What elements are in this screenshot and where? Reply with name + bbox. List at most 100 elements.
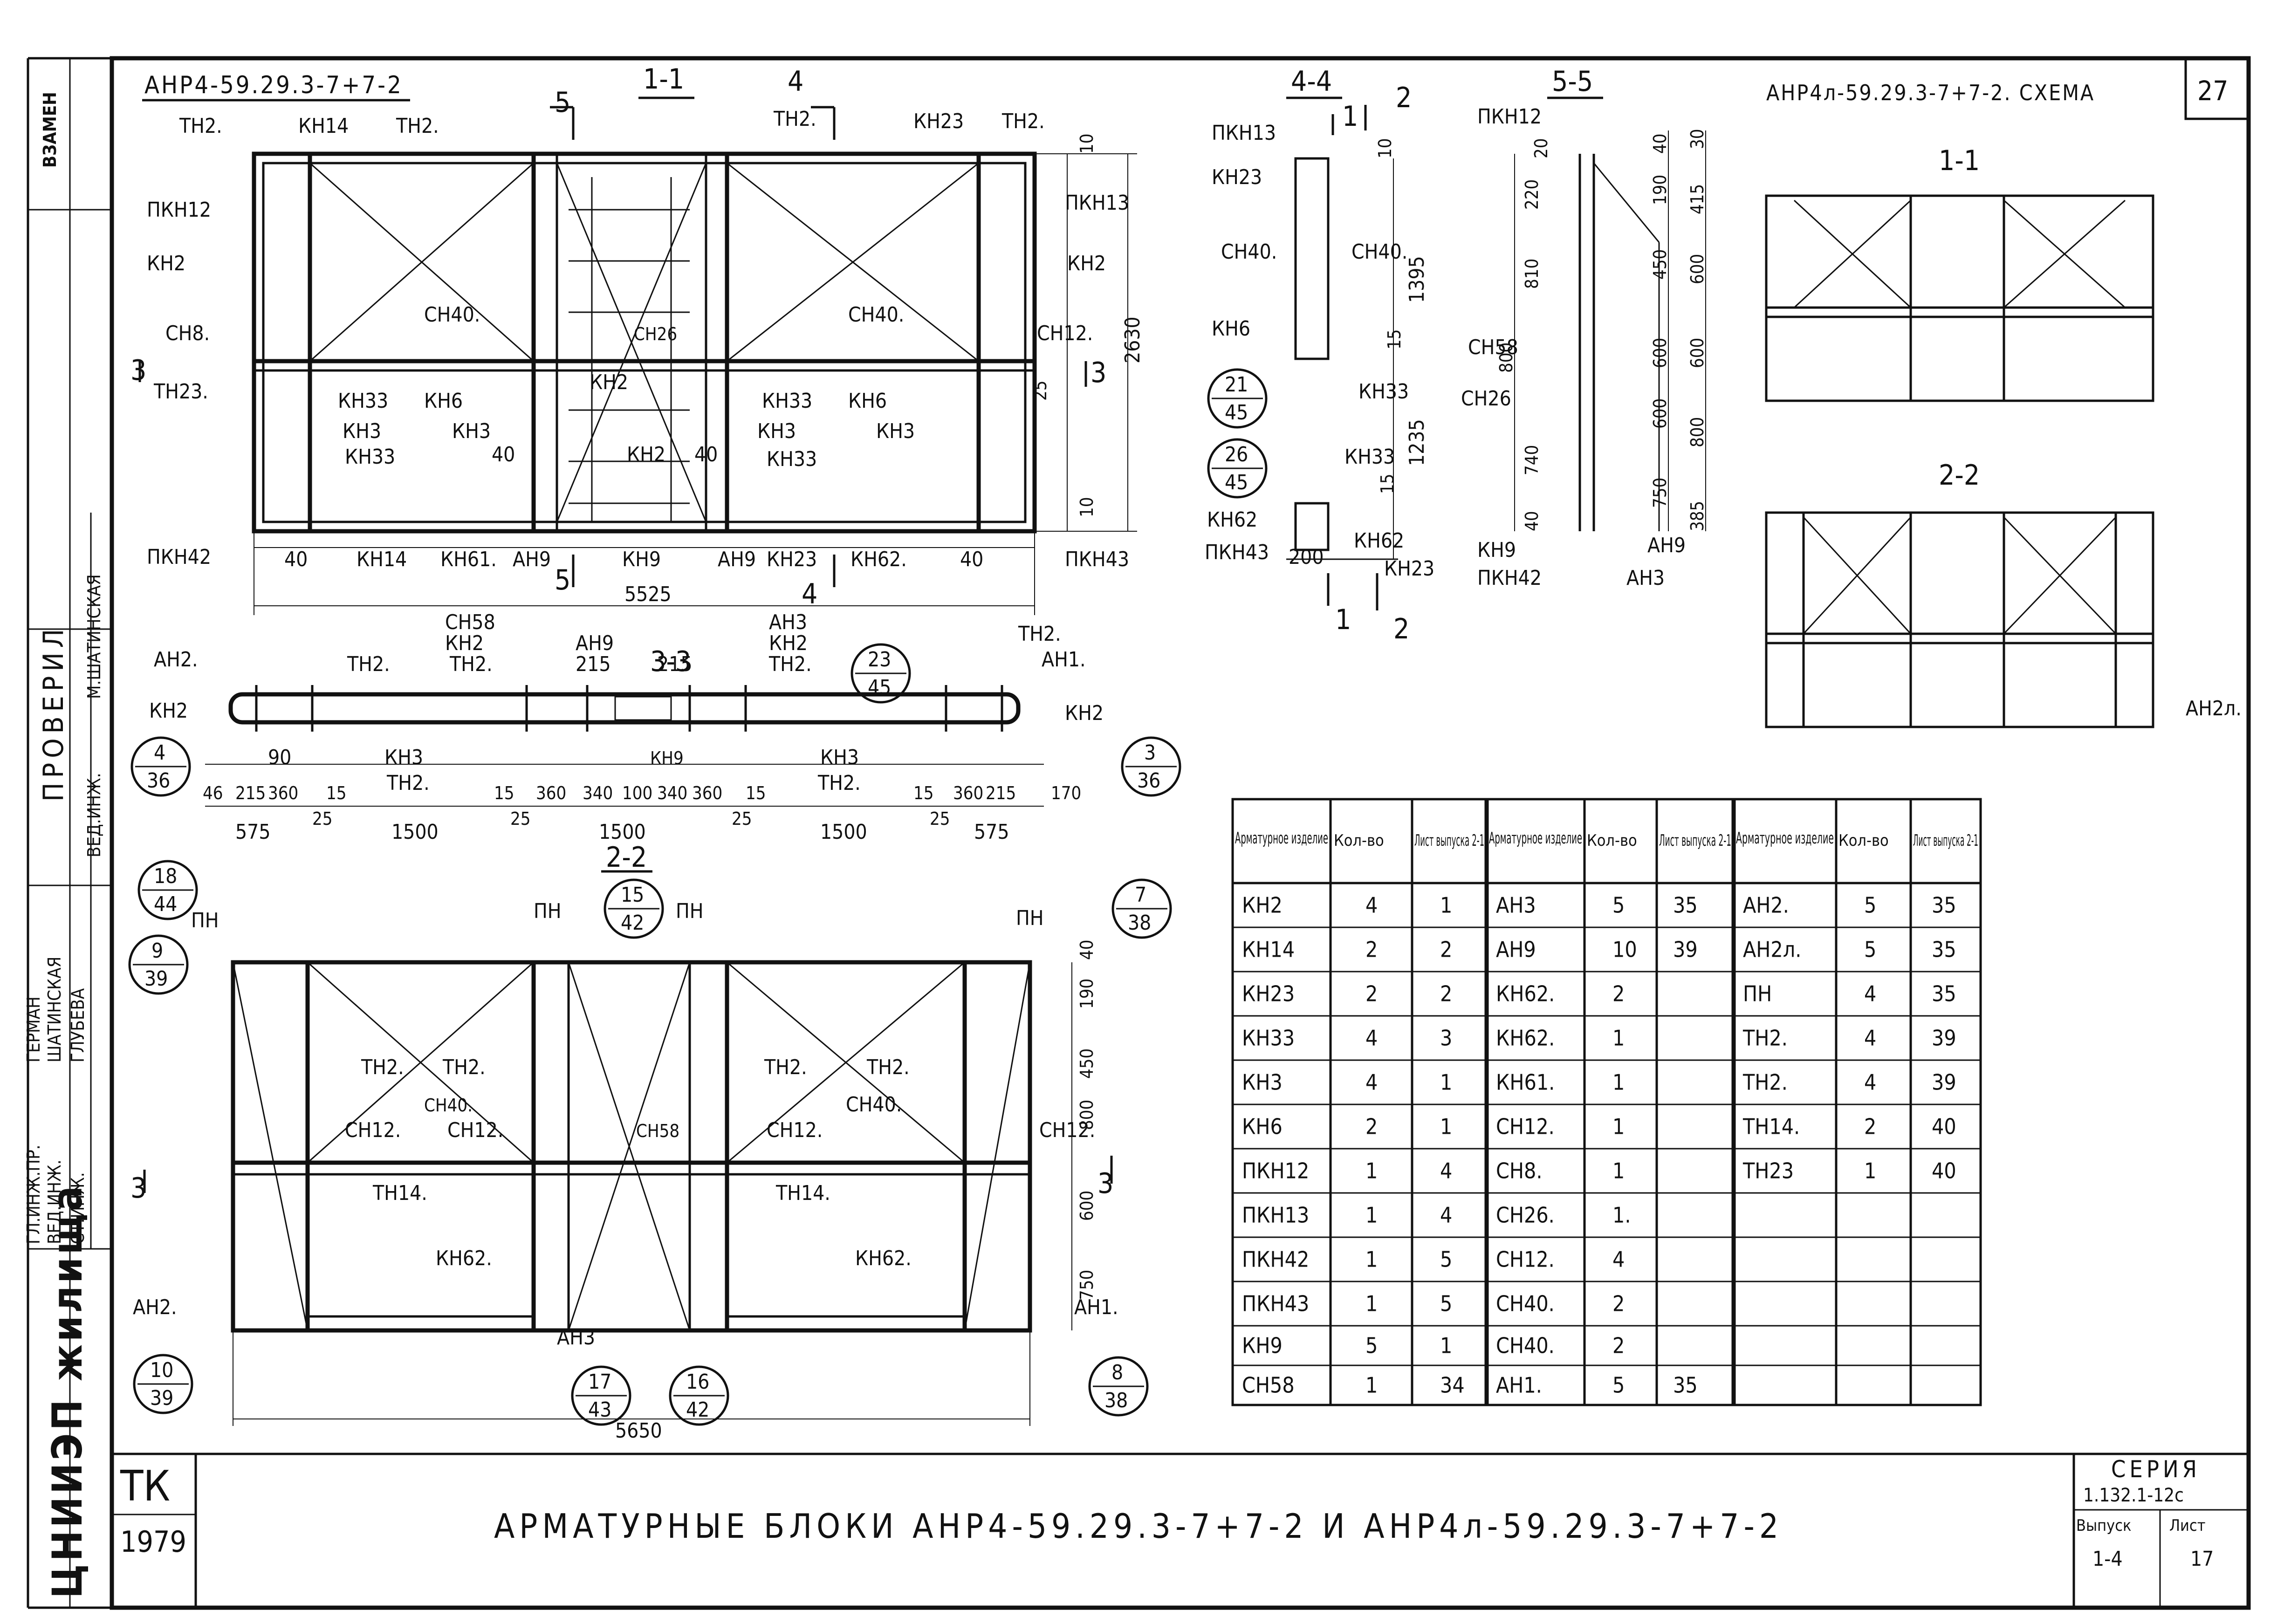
v22-label-14: СН12.: [1039, 1118, 1095, 1142]
table-cell-1-7-0: ПКН13: [1242, 1203, 1309, 1228]
side-role-3: СТ.ИНЖ.: [68, 1172, 88, 1244]
table-cell-1-6-1: 1: [1365, 1158, 1378, 1184]
v55-dr-1: 415: [1687, 184, 1708, 214]
v33-label-12: КН2: [1065, 701, 1104, 725]
table-cell-1-8-1: 1: [1365, 1247, 1378, 1272]
th-sheet-3: Лист выпуска 2-1: [1913, 831, 1978, 850]
table-cell-3-0-1: 5: [1864, 893, 1876, 918]
v22-label-7: СН12.: [345, 1118, 401, 1142]
v33-dimrow-7: 100: [622, 783, 652, 803]
v11-label-inner-14: КН33: [767, 447, 817, 471]
table-cell-2-9-0: СН40.: [1496, 1291, 1555, 1316]
table-cell-1-1-1: 2: [1365, 937, 1378, 962]
v11-label-bottom-2: АН9: [513, 548, 551, 571]
v44-label-10: КН23: [1384, 557, 1434, 581]
v11-label-top-2: ТН2.: [396, 114, 439, 138]
v11-label-left-4: ПКН42: [147, 545, 211, 569]
v33-label-9: ТН2.: [768, 652, 812, 676]
th-sheet-2: Лист выпуска 2-1: [1659, 831, 1731, 850]
v22-callout-3-top: 7: [1135, 883, 1146, 907]
table-cell-3-4-1: 4: [1864, 1070, 1876, 1095]
table-cell-2-2-1: 2: [1612, 981, 1625, 1007]
v44-callout-1-top: 26: [1225, 443, 1248, 466]
v22-cut-0: 3: [130, 1172, 146, 1205]
side-ved-inzh: ВЕД.ИНЖ.: [84, 773, 104, 857]
v33-dimrow-2: 360: [268, 783, 298, 803]
v33-dimrow-12: 360: [953, 783, 983, 803]
v22-callout-7-bottom: 38: [1104, 1389, 1128, 1412]
table-cell-3-6-1: 1: [1864, 1158, 1876, 1184]
table-cell-2-10-1: 2: [1612, 1333, 1625, 1358]
v55-dl-4: 740: [1522, 445, 1542, 475]
v33-dimrow-8: 340: [657, 783, 687, 803]
table-cell-2-4-1: 1: [1612, 1070, 1625, 1095]
v33-dimrow-11: 15: [913, 783, 934, 803]
table-cell-1-10-1: 5: [1365, 1333, 1378, 1358]
v22-callout-4-bottom: 39: [150, 1386, 173, 1410]
v11-label-top-0: ТН2.: [179, 114, 222, 138]
v22-callout-1-bottom: 39: [144, 967, 168, 991]
issue-label: Выпуск: [2076, 1516, 2132, 1535]
table-cell-2-3-0: КН62.: [1496, 1026, 1555, 1051]
table-cell-1-9-0: ПКН43: [1242, 1291, 1309, 1316]
v44-dim-2: 15: [1384, 329, 1405, 350]
v55-dl-0: 20: [1531, 138, 1551, 159]
v11-dim-4: 10: [1077, 134, 1097, 154]
v33-callout-0: 4 36: [130, 736, 191, 797]
v22-callout-7-top: 8: [1111, 1361, 1123, 1384]
v11-label-bottom-3: КН9: [622, 548, 661, 571]
v11-label-right-3: ПКН43: [1065, 548, 1129, 571]
v22-callout-2: 15 42: [604, 878, 664, 939]
v33-dimbot-3: 1500: [820, 820, 867, 844]
v33-label-14: ТН2.: [386, 771, 430, 795]
v33-dimrow-5: 360: [536, 783, 566, 803]
table-cell-2-10-0: СН40.: [1496, 1333, 1555, 1358]
v33-dimrow-3: 15: [326, 783, 347, 803]
v22-label-13: СН12.: [767, 1118, 823, 1142]
v33-label-5: ТН2.: [449, 652, 493, 676]
v55-dr-5: 385: [1687, 501, 1708, 531]
v55-dm-2: 450: [1650, 249, 1670, 280]
v33-dim25-1: 25: [510, 809, 531, 829]
th-item-2: Арматурное изделие: [1489, 829, 1582, 848]
table-cell-1-10-0: КН9: [1242, 1333, 1283, 1358]
schema-view-2: 2-2: [1939, 459, 1980, 492]
v55-label-6: АН3: [1626, 566, 1665, 590]
v44-callout-1-bottom: 45: [1225, 471, 1248, 494]
v44-label-6: КН33: [1344, 445, 1395, 469]
v11-label-left-1: КН2: [147, 252, 185, 275]
side-role-2: ВЕД.ИНЖ.: [44, 1159, 65, 1244]
v55-dm-5: 750: [1650, 478, 1670, 508]
v11-dim-6: 10: [1077, 497, 1097, 518]
v11-label-inner-10: КН33: [762, 389, 812, 413]
v22-label-19: АН2.: [133, 1295, 177, 1319]
schema-view-1: 1-1: [1939, 144, 1980, 177]
table-cell-2-11-1: 5: [1612, 1373, 1625, 1398]
table-cell-1-6-2: 4: [1440, 1158, 1452, 1184]
table-cell-1-11-0: СН58: [1242, 1373, 1295, 1398]
series-label: СЕРИЯ: [2111, 1456, 2201, 1483]
v33-callout-1-top: 23: [868, 648, 891, 672]
v11-dim-1: 40: [960, 548, 983, 571]
v22-label-21: АН3: [557, 1326, 595, 1350]
table-cell-1-8-0: ПКН42: [1242, 1247, 1309, 1272]
v11-dim-2: 40: [492, 443, 515, 466]
v33-title: 3-3: [650, 645, 691, 678]
year-label: 1979: [120, 1525, 186, 1559]
table-cell-3-6-0: ТН23: [1742, 1158, 1794, 1184]
v33-callout-0-bottom: 36: [147, 769, 170, 793]
table-cell-1-0-2: 1: [1440, 893, 1452, 918]
view-5-5: [1514, 130, 1706, 531]
v33-label-2: ТН2.: [347, 652, 390, 676]
v44-label-9: КН62: [1354, 529, 1404, 553]
v11-label-inner-12: КН3: [757, 419, 796, 443]
v22-callout-6: 16 42: [669, 1365, 729, 1426]
v11-cut-1: 4: [788, 65, 803, 98]
table-cell-1-2-0: КН23: [1242, 981, 1295, 1007]
v11-cut-5: 3: [1091, 356, 1106, 389]
table-cell-1-3-1: 4: [1365, 1026, 1378, 1051]
tk-label: ТК: [120, 1462, 170, 1511]
table-cell-2-1-1: 10: [1612, 937, 1637, 962]
v22-label-15: ТН14.: [372, 1181, 427, 1205]
